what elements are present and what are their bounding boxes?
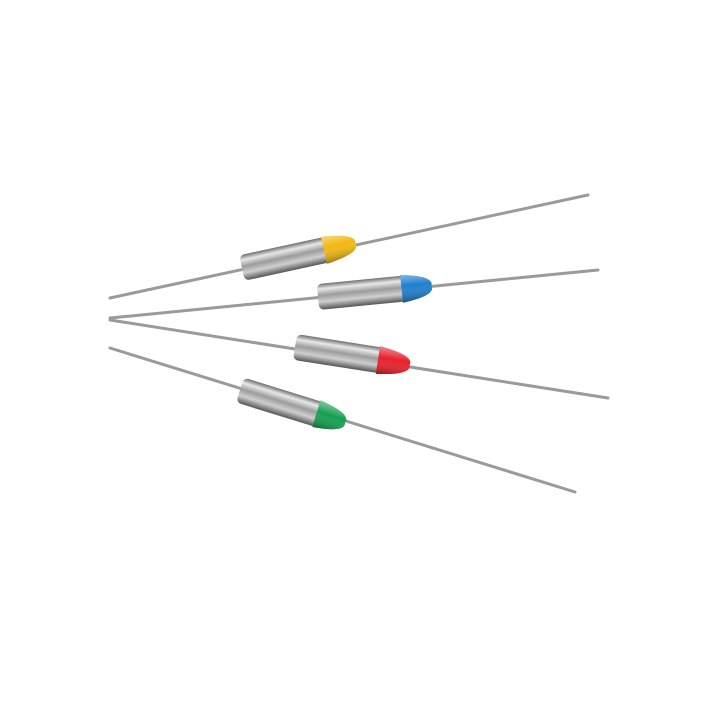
fuse-blue (317, 274, 433, 310)
fuse-body (240, 237, 330, 280)
fuse-body (317, 275, 407, 310)
fuse-body (237, 378, 323, 427)
fuse-body (293, 334, 384, 373)
fuse-green (237, 378, 347, 430)
fuse-red (293, 334, 411, 375)
fuse-yellow (240, 235, 357, 280)
